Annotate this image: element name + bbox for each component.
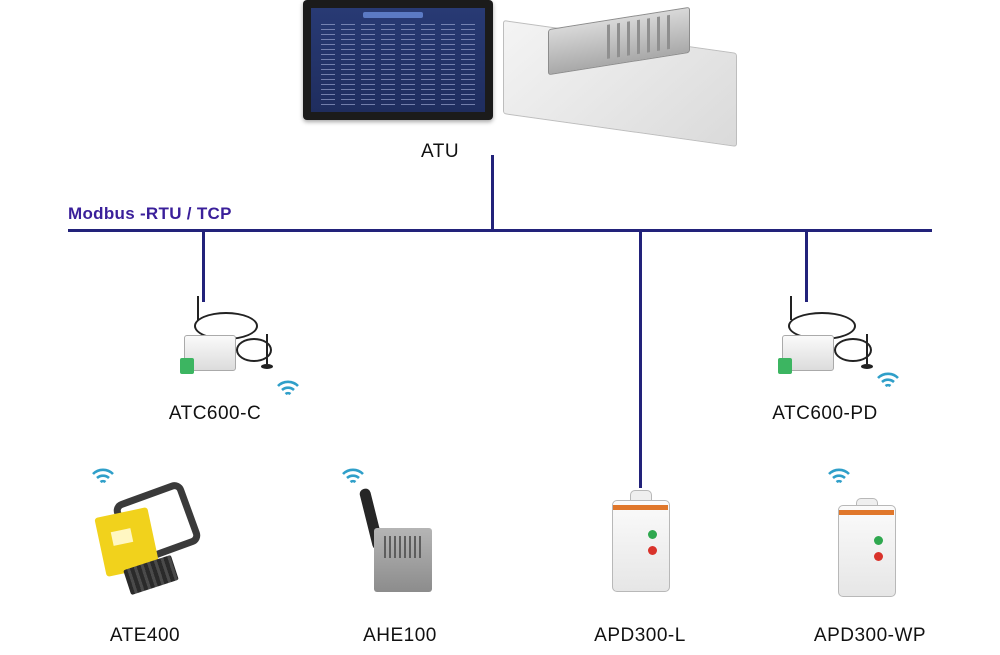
apd300-l-connector-line (639, 230, 642, 488)
ate400-label: ATE400 (109, 625, 181, 646)
wifi-icon (342, 468, 364, 484)
atc600-pd-terminal (778, 358, 792, 374)
atc600-c-connector-line (202, 230, 205, 302)
wifi-icon (277, 380, 299, 396)
atu-monitor-image (303, 0, 493, 120)
wifi-icon (877, 372, 899, 388)
atu-label: ATU (420, 141, 460, 162)
modbus-bus-line (68, 229, 932, 232)
atc600-c-label: ATC600-C (168, 403, 262, 424)
atu-screen (311, 8, 485, 112)
apd300-wp-label: APD300-WP (813, 625, 927, 646)
bus-label: Modbus -RTU / TCP (68, 204, 232, 223)
apd300-l-label: APD300-L (594, 625, 686, 646)
wifi-icon (828, 468, 850, 484)
ahe100-label: AHE100 (363, 625, 437, 646)
atc600-pd-connector-line (805, 230, 808, 302)
atc600-c-terminal (180, 358, 194, 374)
atu-screen-title-bar (363, 12, 423, 18)
atc600-pd-body (782, 335, 834, 371)
atc600-pd-label: ATC600-PD (772, 403, 878, 424)
atu-connector-line (491, 155, 494, 230)
wifi-icon (92, 468, 114, 484)
